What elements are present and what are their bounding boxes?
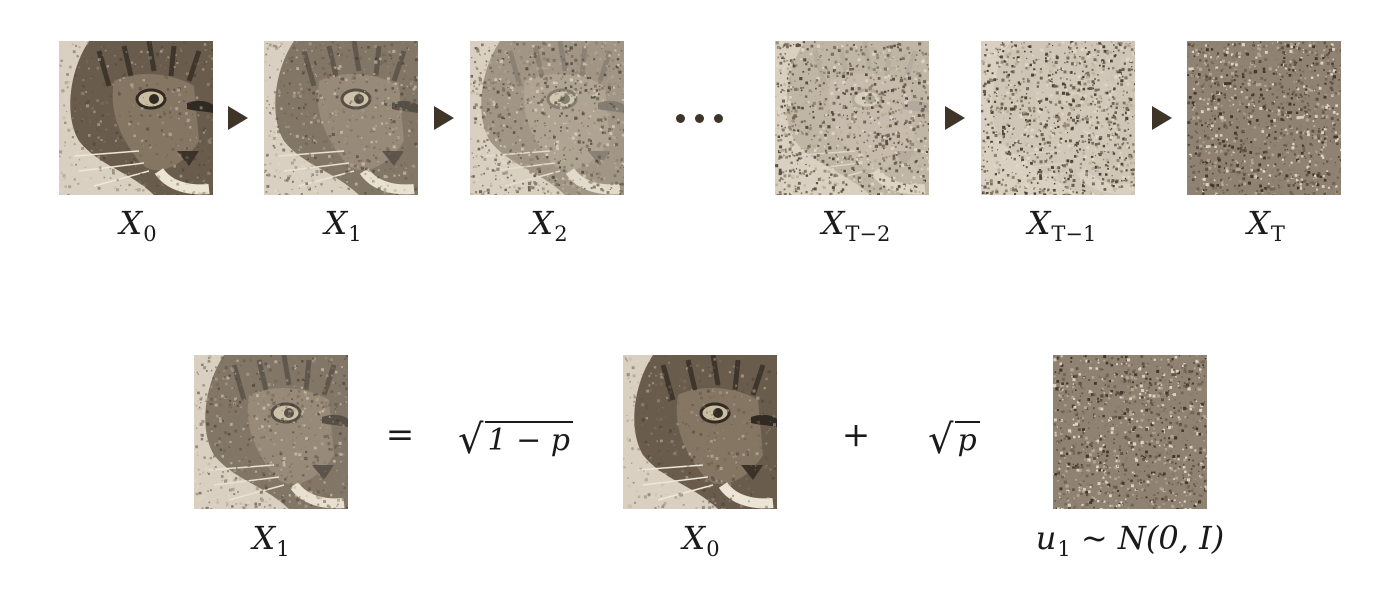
frame-x1-image — [264, 41, 418, 195]
equation-lhs-x1-image — [194, 355, 348, 509]
equation-label-u1-distribution: u1 ~ N(0, I) — [1035, 519, 1225, 561]
frame-label-x0: X0 — [119, 204, 157, 246]
right-triangle-icon — [1152, 106, 1172, 130]
frame-label-x2: X2 — [530, 204, 568, 246]
equation-label-x0: X0 — [682, 519, 720, 561]
sepia-tile-graphic — [1187, 41, 1341, 195]
sepia-tile-graphic — [775, 41, 929, 195]
right-triangle-icon — [228, 106, 248, 130]
frame-xt-image — [1187, 41, 1341, 195]
equals-sign: = — [385, 415, 415, 455]
sepia-tile-graphic — [194, 355, 348, 509]
frame-x2-image — [470, 41, 624, 195]
sepia-tile-graphic — [470, 41, 624, 195]
sepia-tile-graphic — [59, 41, 213, 195]
sepia-tile-graphic — [264, 41, 418, 195]
frame-xt-minus-2-image — [775, 41, 929, 195]
sqrt-one-minus-p: √1 − p — [458, 416, 573, 460]
sepia-tile-graphic — [1053, 355, 1207, 509]
frame-label-xt-minus-1: XT−1 — [1027, 204, 1097, 246]
frame-label-x1: X1 — [324, 204, 362, 246]
frame-x0-image — [59, 41, 213, 195]
frame-xt-minus-1-image — [981, 41, 1135, 195]
right-triangle-icon — [945, 106, 965, 130]
plus-sign: + — [841, 415, 871, 455]
frame-label-xt: XT — [1247, 204, 1285, 246]
right-triangle-icon — [434, 106, 454, 130]
sepia-tile-graphic — [981, 41, 1135, 195]
sepia-tile-graphic — [623, 355, 777, 509]
equation-label-x1: X1 — [252, 519, 290, 561]
equation-term-x0-image — [623, 355, 777, 509]
sqrt-p: √p — [928, 416, 980, 460]
ellipsis-icon — [676, 114, 723, 123]
equation-noise-u1-image — [1053, 355, 1207, 509]
frame-label-xt-minus-2: XT−2 — [821, 204, 891, 246]
